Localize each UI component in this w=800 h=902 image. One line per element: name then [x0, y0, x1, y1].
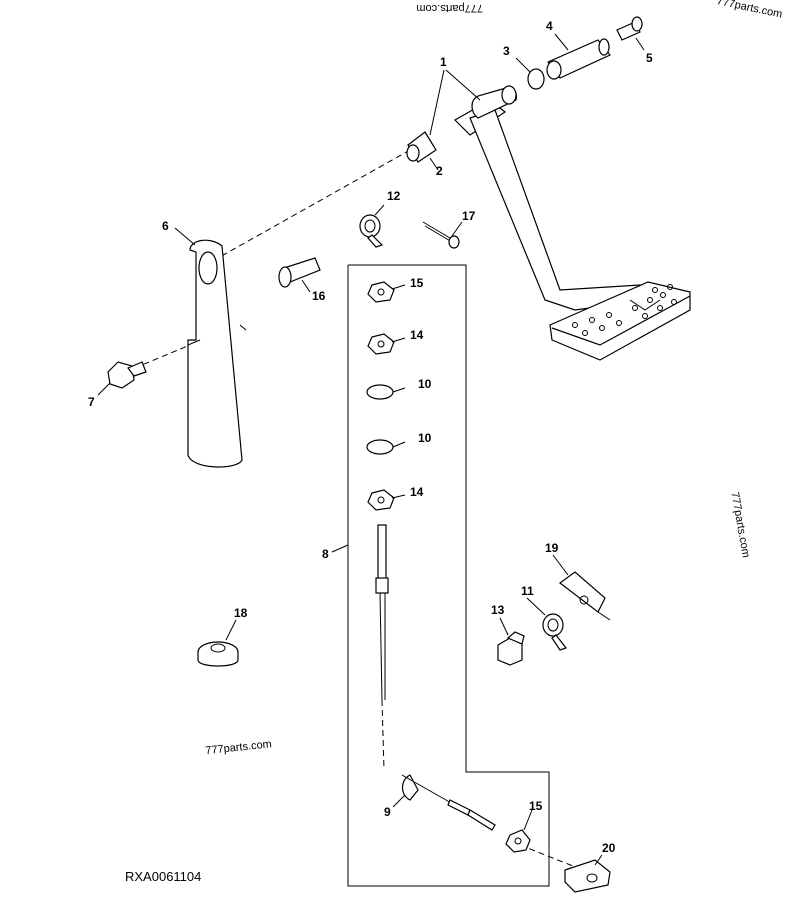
- leader-line: [301, 279, 311, 293]
- leader-line: [594, 854, 603, 866]
- clamp-part: [359, 214, 384, 248]
- bolt-part: [497, 631, 525, 666]
- leader-line: [445, 69, 481, 101]
- lever-arm-part: [187, 239, 247, 468]
- sleeve-tube-part: [546, 38, 611, 80]
- leader-line: [554, 33, 569, 51]
- watermark-right: 777parts.com: [728, 491, 751, 559]
- nut-part: [367, 281, 395, 303]
- grommet-part: [197, 641, 239, 667]
- watermark-top: 777parts.com: [416, 2, 483, 14]
- leader-line: [392, 441, 406, 448]
- cable-kit-group-box: [347, 264, 550, 887]
- leader-line: [499, 617, 509, 636]
- alignment-line: [381, 699, 385, 771]
- watermark-top-right: 777parts.com: [716, 0, 784, 21]
- leader-line: [174, 227, 196, 246]
- bushing-part: [406, 131, 437, 163]
- callout-1: 1: [440, 55, 447, 69]
- callout-8: 8: [322, 547, 329, 561]
- clevis-pin-top-part: [616, 16, 643, 41]
- clevis-pin-part: [278, 257, 321, 288]
- callout-2: 2: [436, 164, 443, 178]
- leader-line: [515, 57, 531, 73]
- leader-line: [392, 387, 406, 393]
- callout-18: 18: [234, 606, 248, 620]
- nut-part: [367, 489, 395, 511]
- callout-16: 16: [312, 289, 326, 303]
- leader-line: [635, 37, 645, 51]
- callout-4: 4: [546, 19, 553, 33]
- callout-14: 14: [410, 328, 424, 342]
- clamp-part: [542, 613, 567, 651]
- callout-6: 6: [162, 219, 169, 233]
- callout-11: 11: [521, 584, 534, 598]
- callout-9: 9: [384, 805, 391, 819]
- o-ring-part: [366, 384, 394, 400]
- spring-clip-part: [558, 571, 611, 621]
- leader-line: [391, 494, 406, 499]
- drawing-code: RXA0061104: [125, 869, 201, 884]
- leader-line: [552, 554, 569, 576]
- leader-line: [392, 794, 406, 808]
- leader-line: [374, 204, 385, 216]
- callout-13: 13: [491, 603, 505, 617]
- leader-line: [331, 544, 349, 553]
- callout-14: 14: [410, 485, 424, 499]
- bracket-part: [564, 859, 611, 893]
- o-ring-part: [366, 439, 394, 455]
- callout-15: 15: [529, 799, 543, 813]
- control-cable-part: [375, 524, 496, 831]
- callout-20: 20: [602, 841, 616, 855]
- brake-pedal-part: [454, 85, 691, 361]
- callout-3: 3: [503, 44, 510, 58]
- nut-part: [367, 333, 395, 355]
- leader-line: [391, 337, 406, 343]
- leader-line: [391, 284, 406, 290]
- callout-19: 19: [545, 541, 559, 555]
- leader-line: [225, 619, 237, 641]
- callout-12: 12: [387, 189, 401, 203]
- leader-line: [451, 221, 463, 237]
- cotter-pin-part: [422, 221, 460, 249]
- callout-7: 7: [88, 395, 95, 409]
- bolt-part: [107, 361, 147, 389]
- leader-line: [526, 597, 546, 616]
- alignment-line: [217, 149, 411, 259]
- nut-part: [505, 829, 531, 853]
- leader-line: [97, 382, 111, 396]
- callout-17: 17: [462, 209, 476, 223]
- leader-line: [523, 809, 533, 831]
- callout-15: 15: [410, 276, 424, 290]
- watermark-bottom-left: 777parts.com: [205, 738, 273, 757]
- o-ring-part: [527, 68, 545, 90]
- callout-10: 10: [418, 431, 432, 445]
- callout-5: 5: [646, 51, 653, 65]
- leader-line: [429, 69, 445, 136]
- leader-line: [429, 157, 439, 171]
- callout-10: 10: [418, 377, 432, 391]
